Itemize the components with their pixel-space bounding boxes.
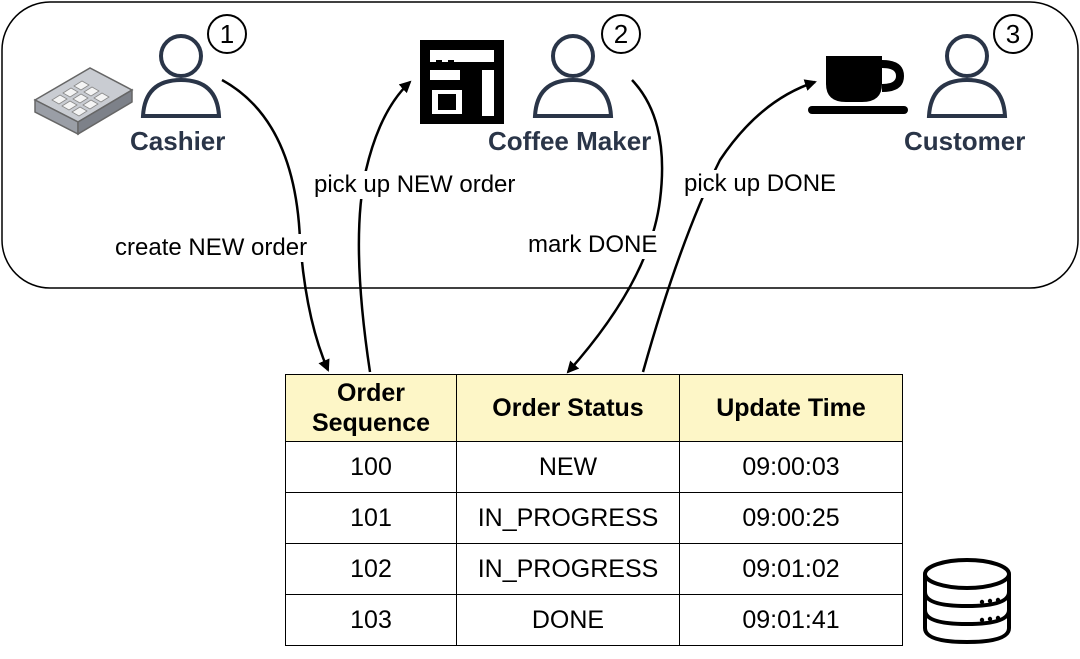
cash-register-icon	[33, 67, 134, 136]
header-update-time: Update Time	[679, 374, 903, 442]
coffee-cup-icon	[808, 56, 908, 114]
header-order-status: Order Status	[456, 374, 680, 442]
person-icon-cashier	[140, 34, 222, 118]
orders-table: Order Sequence Order Status Update Time …	[285, 374, 903, 646]
header-order-sequence-line-2: Sequence	[311, 409, 431, 437]
cell-update-time: 09:00:03	[679, 441, 903, 493]
cell-order-sequence: 103	[285, 594, 457, 646]
person-icon-customer	[926, 34, 1008, 118]
step-number-3: 3	[993, 14, 1033, 54]
person-icon-coffee-maker	[532, 34, 614, 118]
table-row: 103 DONE 09:01:41	[285, 594, 903, 646]
database-icon	[923, 558, 1011, 645]
header-order-sequence: Order Sequence	[285, 374, 457, 442]
arrow-label-pick-up-new-order: pick up NEW order	[312, 171, 518, 199]
arrow-pick-up-new-order	[357, 80, 412, 373]
actor-label-coffee-maker: Coffee Maker	[488, 126, 652, 156]
cell-order-status: IN_PROGRESS	[456, 543, 680, 595]
cell-order-sequence: 102	[285, 543, 457, 595]
cell-order-status: NEW	[456, 441, 680, 493]
cell-order-status: IN_PROGRESS	[456, 492, 680, 544]
cell-update-time: 09:00:25	[679, 492, 903, 544]
arrow-label-pick-up-done: pick up DONE	[682, 170, 839, 198]
table-header-row: Order Sequence Order Status Update Time	[285, 374, 903, 442]
cell-order-sequence: 101	[285, 492, 457, 544]
header-order-sequence-line-1: Order	[336, 379, 406, 407]
cell-update-time: 09:01:02	[679, 543, 903, 595]
arrow-label-mark-done: mark DONE	[526, 231, 660, 259]
step-number-2: 2	[601, 14, 641, 54]
actor-label-customer: Customer	[904, 126, 1026, 156]
cell-order-status: DONE	[456, 594, 680, 646]
table-row: 101 IN_PROGRESS 09:00:25	[285, 492, 903, 544]
cell-update-time: 09:01:41	[679, 594, 903, 646]
actor-label-cashier: Cashier	[130, 126, 226, 156]
table-row: 102 IN_PROGRESS 09:01:02	[285, 543, 903, 595]
table-row: 100 NEW 09:00:03	[285, 441, 903, 493]
arrow-create-new-order	[221, 78, 330, 372]
actors-container	[1, 1, 1079, 289]
cell-order-sequence: 100	[285, 441, 457, 493]
arrow-pick-up-done	[641, 79, 817, 373]
step-number-1: 1	[207, 14, 247, 54]
coffee-machine-icon	[420, 40, 504, 124]
arrow-label-create-new-order: create NEW order	[113, 234, 310, 262]
arrow-mark-done	[566, 79, 664, 374]
